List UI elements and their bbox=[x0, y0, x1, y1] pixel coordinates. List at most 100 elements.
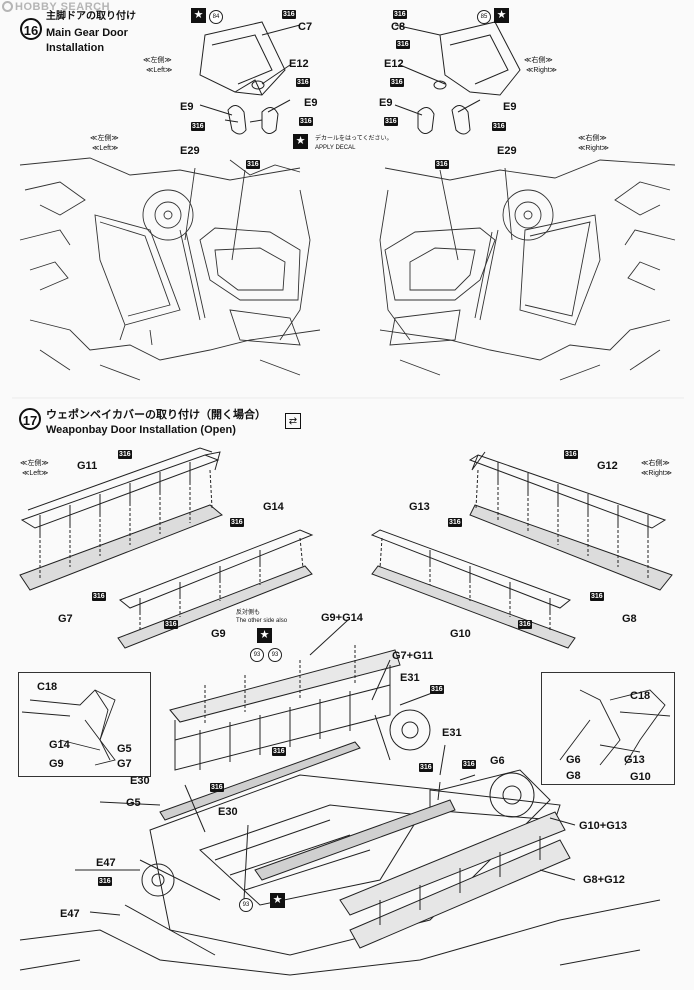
left-door-installed bbox=[94, 214, 181, 326]
inset-right-g13-label: G13 bbox=[624, 754, 645, 766]
paint-316: 316 bbox=[230, 518, 244, 527]
part-g5-rail bbox=[159, 741, 361, 821]
other-side-en: The other side also bbox=[236, 618, 288, 624]
decal-circle-84: 84 bbox=[209, 10, 223, 24]
hobby-search-logo-icon bbox=[2, 1, 13, 12]
part-e31-label-a: E31 bbox=[400, 672, 420, 684]
step16-lower-left-jp: ≪左側≫ bbox=[90, 135, 119, 142]
assembly-g9-g14-label: G9+G14 bbox=[321, 612, 363, 624]
paint-316: 316 bbox=[246, 160, 260, 169]
part-e12-label-right: E12 bbox=[384, 58, 404, 70]
inset-left-g7-label: G7 bbox=[117, 758, 132, 770]
inset-right-g10-label: G10 bbox=[630, 771, 651, 783]
flip-side-icon: ⇄ bbox=[285, 413, 301, 429]
part-c7-label: C7 bbox=[298, 21, 313, 33]
part-g10-label: G10 bbox=[450, 628, 471, 640]
decal-star-icon: ★ bbox=[191, 8, 206, 23]
paint-316: 316 bbox=[92, 592, 106, 601]
step-number-17: 17 bbox=[19, 408, 41, 430]
step16-lower-right-jp: ≪右側≫ bbox=[578, 135, 607, 142]
paint-316: 316 bbox=[419, 763, 433, 772]
paint-316: 316 bbox=[118, 450, 132, 459]
inset-left-c18-label: C18 bbox=[37, 681, 58, 693]
step16-right-en: ≪Right≫ bbox=[526, 67, 557, 74]
part-e9-left-a bbox=[227, 105, 247, 135]
part-e29-label-left: E29 bbox=[180, 145, 200, 157]
part-g11-label: G11 bbox=[77, 460, 98, 472]
right-door-installed bbox=[519, 214, 601, 326]
part-e47-label-a: E47 bbox=[96, 857, 116, 869]
nose-wheel-upper bbox=[389, 709, 431, 751]
part-g7-panel bbox=[19, 504, 223, 591]
main-wheel-right bbox=[489, 772, 535, 818]
step17-left-en: ≪Left≫ bbox=[22, 470, 49, 477]
step16-left-en: ≪Left≫ bbox=[146, 67, 173, 74]
other-side-jp: 反対側も bbox=[236, 610, 261, 616]
part-e9-right-b bbox=[451, 105, 471, 135]
paint-316: 316 bbox=[164, 620, 178, 629]
inset-right-g8-label: G8 bbox=[566, 770, 581, 782]
watermark: HOBBY SEARCH bbox=[2, 1, 110, 13]
decal-circle-93-a: 93 bbox=[250, 648, 264, 662]
paint-316: 316 bbox=[296, 78, 310, 87]
right-wheel bbox=[502, 189, 554, 241]
step16-title-en-2: Installation bbox=[46, 42, 105, 54]
step17-left-jp: ≪左側≫ bbox=[20, 460, 49, 467]
paint-316: 316 bbox=[272, 747, 286, 756]
inset-left-g9-label: G9 bbox=[49, 758, 64, 770]
paint-316: 316 bbox=[191, 122, 205, 131]
part-e9-label-left-a: E9 bbox=[180, 101, 194, 113]
part-g9-label: G9 bbox=[211, 628, 226, 640]
paint-316: 316 bbox=[282, 10, 296, 19]
part-e47-label-b: E47 bbox=[60, 908, 80, 920]
assembly-g7-g11-label: G7+G11 bbox=[392, 650, 434, 662]
paint-316: 316 bbox=[384, 117, 398, 126]
paint-316: 316 bbox=[448, 518, 462, 527]
part-e30-label-a: E30 bbox=[130, 775, 150, 787]
step16-lower-left-en: ≪Left≫ bbox=[92, 145, 119, 152]
step17-right-en: ≪Right≫ bbox=[641, 470, 672, 477]
step16-lower-right-en: ≪Right≫ bbox=[578, 145, 609, 152]
step17-right-jp: ≪右側≫ bbox=[641, 460, 670, 467]
paint-316: 316 bbox=[299, 117, 313, 126]
part-e30-label-b: E30 bbox=[218, 806, 238, 818]
door-c7-shape bbox=[199, 21, 286, 96]
inset-left-g5-label: G5 bbox=[117, 743, 132, 755]
decal-note-jp: デカールをはってください。 bbox=[315, 136, 393, 142]
step16-title-en-1: Main Gear Door bbox=[46, 27, 128, 39]
step-number-16: 16 bbox=[20, 18, 42, 40]
detail-inset-left bbox=[18, 672, 151, 777]
main-wheel-left bbox=[141, 863, 175, 897]
decal-note-en: APPLY DECAL bbox=[315, 145, 356, 151]
decal-circle-93-b: 93 bbox=[268, 648, 282, 662]
decal-star-icon: ★ bbox=[257, 628, 272, 643]
part-g12-rack bbox=[468, 454, 667, 529]
part-e9-label-right-a: E9 bbox=[379, 97, 393, 109]
part-g8-panel bbox=[469, 504, 673, 591]
step16-title-jp: 主脚ドアの取り付け bbox=[46, 11, 136, 22]
part-e12-label-left: E12 bbox=[289, 58, 309, 70]
paint-316: 316 bbox=[210, 783, 224, 792]
part-g14-rack bbox=[119, 529, 314, 609]
inset-right-c18-label: C18 bbox=[630, 690, 651, 702]
door-c8-shape bbox=[439, 21, 521, 96]
paint-316: 316 bbox=[435, 160, 449, 169]
part-g5-label: G5 bbox=[126, 797, 141, 809]
part-e9-left-b bbox=[261, 107, 279, 134]
step17-title-en: Weaponbay Door Installation (Open) bbox=[46, 424, 236, 436]
part-g6-label: G6 bbox=[490, 755, 505, 767]
part-g8-label: G8 bbox=[622, 613, 637, 625]
part-g7-label: G7 bbox=[58, 613, 73, 625]
decal-star-icon: ★ bbox=[270, 893, 285, 908]
part-c8-label: C8 bbox=[391, 21, 406, 33]
part-g12-label: G12 bbox=[597, 460, 618, 472]
paint-316: 316 bbox=[518, 620, 532, 629]
paint-316: 316 bbox=[393, 10, 407, 19]
part-g13-label: G13 bbox=[409, 501, 430, 513]
inset-right-g6-label: G6 bbox=[566, 754, 581, 766]
part-e9-label-right-b: E9 bbox=[503, 101, 517, 113]
paint-316: 316 bbox=[396, 40, 410, 49]
decal-star-icon: ★ bbox=[293, 134, 308, 149]
part-e9-right-a bbox=[417, 107, 435, 134]
